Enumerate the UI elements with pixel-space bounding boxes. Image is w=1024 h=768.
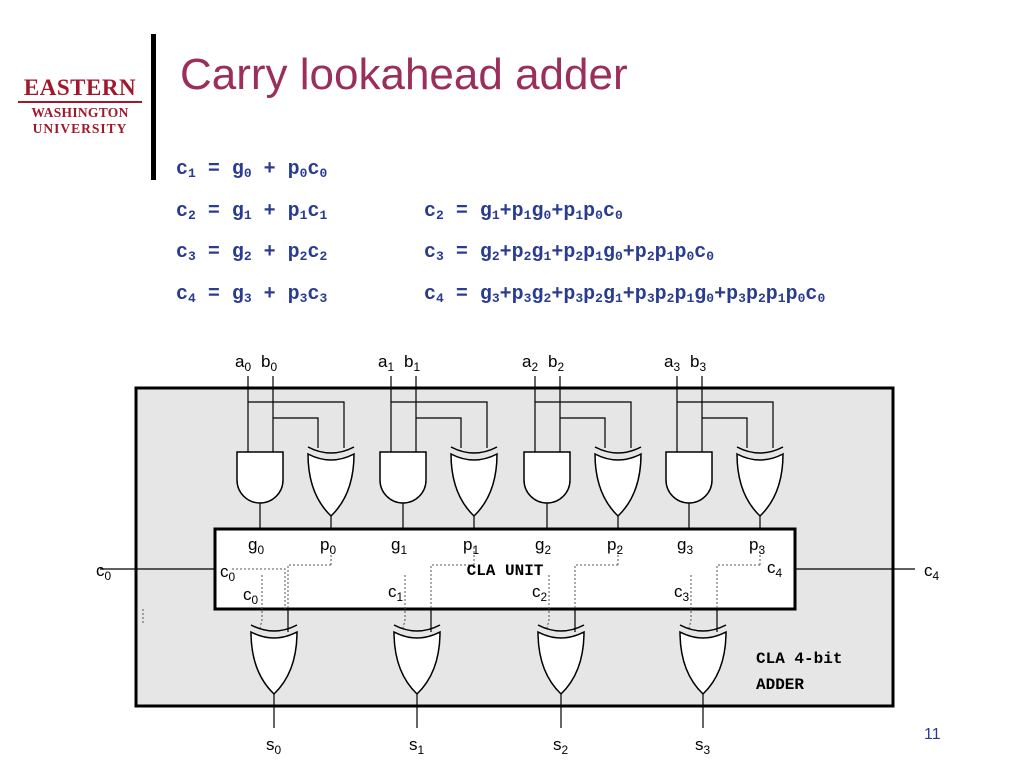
inner-route-p0 [287,564,331,609]
input-label-b2: b2 [548,352,564,374]
equation-c2: c2 = g1 + p1c1 [176,200,328,223]
label-c4-out: c4 [924,561,940,583]
and-gate-3 [665,451,713,504]
inner-carry-route-2 [546,575,550,629]
inner-route-p2 [574,564,618,609]
title-divider [151,34,156,180]
xor-gate-3-back-arc [736,446,784,454]
sum-xor-gate-0 [250,630,298,696]
wire-a1-xor [391,401,488,448]
wire-b1-xor [416,417,462,448]
input-label-b0: b0 [261,352,277,374]
cla-internal-wires [142,547,761,629]
adder-label-line-2: ADDER [756,676,804,694]
output-label-s2: s2 [553,735,569,757]
cla-label-p2: p2 [607,535,623,557]
inner-carry-route-0 [259,575,263,629]
xor-gate-2-back-arc [594,446,642,454]
cla-label-c0-port: c0 [220,562,236,584]
cla-label-p1: p1 [463,535,479,557]
logo-line-3: UNIVERSITY [32,120,128,136]
sum-xor-gate-3-back-arc [679,624,727,632]
diagram-labels: a0 b0 g0 p0 s0 c0 a1 b1 g1 p1 s1 c1 a2 b2 g2 p2 s2 c2 a3 b3… [96,352,940,757]
expansion-c3: c3 = g2+p2g1+p2p1g0+p2p1p0c0 [424,241,715,264]
cla-label-g2: g2 [535,535,551,557]
gates [236,446,784,696]
sum-xor-gate-1 [393,630,441,696]
wire-a2-xor [535,401,632,448]
sum-xor-gate-3 [679,630,727,696]
sum-xor-gate-2 [537,630,585,696]
sum-xor-gate-1-back-arc [393,624,441,632]
wires [100,376,915,728]
and-gate-0 [236,451,284,504]
expansion-c4: c4 = g3+p3g2+p3p2g1+p3p2p1g0+p3p2p1p0c0 [424,283,826,306]
output-label-s0: s0 [266,735,282,757]
input-label-a0: a0 [235,352,251,374]
output-label-s3: s3 [695,735,711,757]
inner-route-p1 [430,564,474,609]
label-c0-in: c0 [96,561,112,583]
output-label-s1: s1 [409,735,425,757]
wire-a3-xor [677,401,774,448]
input-label-a1: a1 [378,352,394,374]
expansion-c2: c2 = g1+p1g0+p1p0c0 [424,200,623,223]
and-gate-2 [523,451,571,504]
wire-b2-xor [560,417,606,448]
wire-b0-xor [273,417,319,448]
cla-label-c3: c3 [674,582,690,604]
equation-c1: c1 = g0 + p0c0 [176,158,328,181]
cla-label-g1: g1 [391,535,407,557]
inner-carry-route-3 [688,575,692,629]
xor-gate-0-back-arc [307,446,355,454]
inner-c0-route [232,568,286,609]
cla-unit-label: CLA UNIT [467,562,544,580]
input-label-a3: a3 [664,352,680,374]
page-number: 11 [924,726,941,743]
xor-gate-3 [736,452,784,518]
wire-b3-xor [702,417,748,448]
equation-c4: c4 = g3 + p3c3 [176,283,328,306]
cla-label-g0: g0 [248,535,264,557]
sum-xor-gate-2-back-arc [537,624,585,632]
input-label-b3: b3 [690,352,706,374]
inner-carry-route-1 [402,575,406,629]
cla-label-p3: p3 [749,535,765,557]
inner-route-p3 [716,564,760,609]
wire-a0-xor [248,401,345,448]
cla-label-c1: c1 [388,582,404,604]
cla-label-c4-port: c4 [767,558,783,580]
xor-gate-1-back-arc [450,446,498,454]
input-label-a2: a2 [522,352,538,374]
xor-gate-1 [450,452,498,518]
sum-xor-gate-0-back-arc [250,624,298,632]
cla-unit-box [213,527,797,611]
xor-gate-0 [307,452,355,518]
slide-title: Carry lookahead adder [180,50,628,99]
and-gate-1 [379,451,427,504]
adder-label-line-1: CLA 4-bit [756,650,842,668]
logo-line-2: WASHINGTON [31,105,129,120]
cla-label-g3: g3 [677,535,693,557]
equation-c3: c3 = g2 + p2c2 [176,241,328,264]
cla-label-c2: c2 [532,582,548,604]
cla-label-c0-inner: c0 [243,585,259,607]
xor-gate-2 [594,452,642,518]
eastern-washington-university-logo: EASTERN WASHINGTON UNIVERSITY [18,76,142,135]
input-label-b1: b1 [404,352,420,374]
cla-label-p0: p0 [320,535,336,557]
logo-line-1: EASTERN [18,76,142,103]
